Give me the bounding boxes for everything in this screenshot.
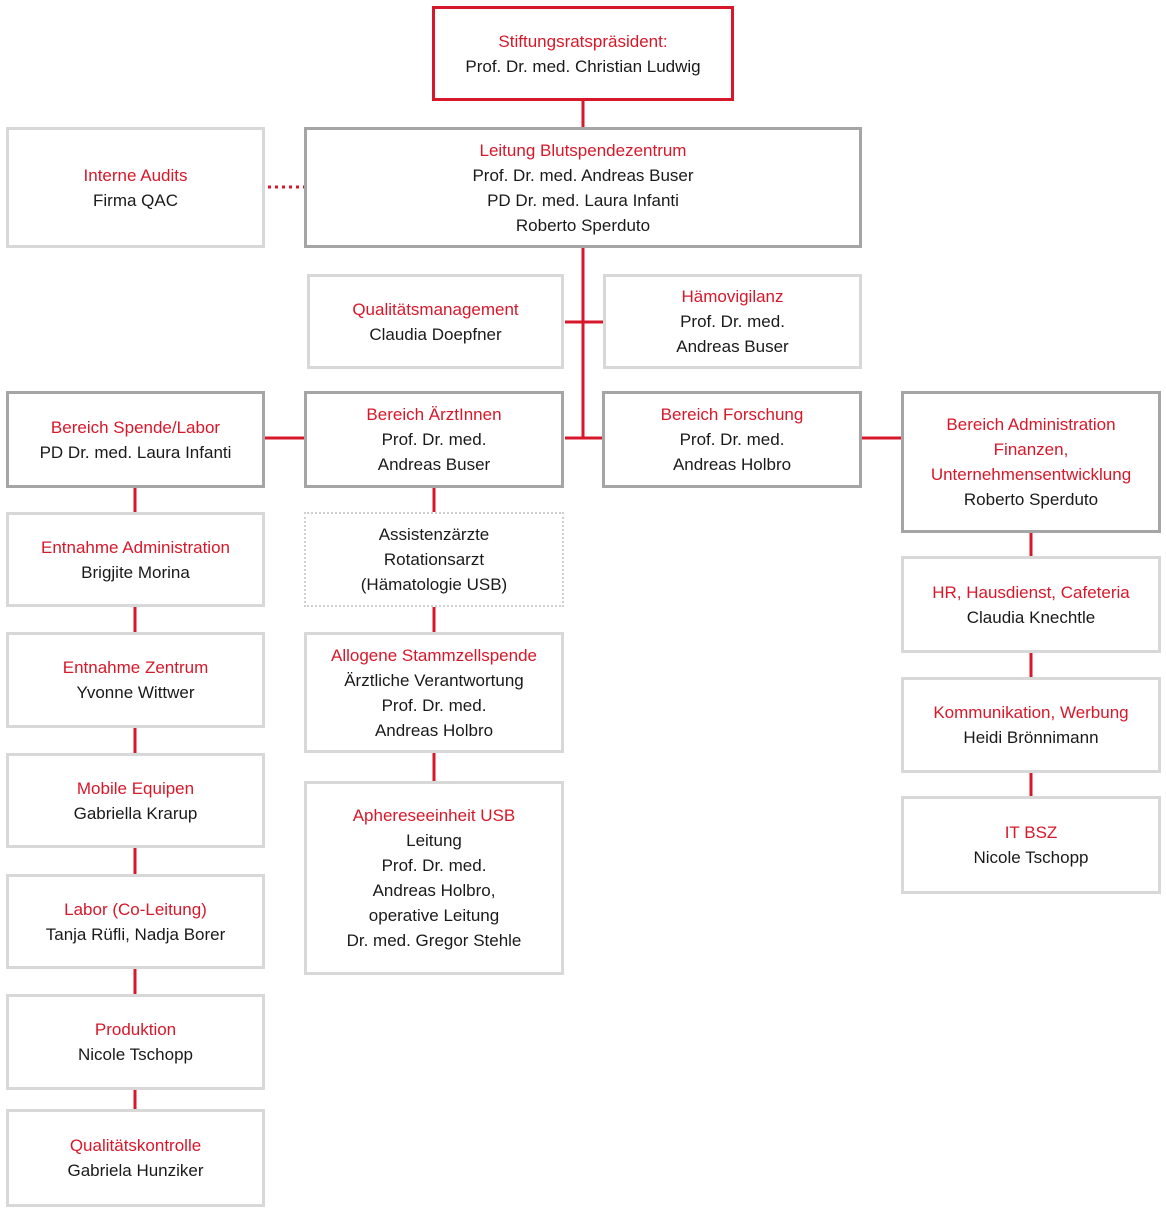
node-title: Allogene Stammzellspende xyxy=(330,645,537,665)
node-line: Prof. Dr. med. xyxy=(679,430,785,449)
node-title: Qualitätsmanagement xyxy=(352,299,519,319)
node-title: HR, Hausdienst, Cafeteria xyxy=(932,582,1130,602)
node-title: Labor (Co-Leitung) xyxy=(64,899,207,919)
node-line: Yvonne Wittwer xyxy=(76,683,195,702)
node-line: Rotationsarzt xyxy=(383,550,485,569)
node-line: PD Dr. med. Laura Infanti xyxy=(39,442,232,462)
node-line: Heidi Brönnimann xyxy=(963,728,1099,747)
node-title: Stiftungsratspräsident: xyxy=(498,31,668,51)
node-line: Claudia Knechtle xyxy=(966,607,1096,627)
node-title: Interne Audits xyxy=(83,165,188,185)
node-line: Assistenzärzte xyxy=(378,525,490,544)
node-line: Gabriella Krarup xyxy=(73,803,198,823)
box-bereich-spende-labor: Bereich Spende/Labor PD Dr. med. Laura In… xyxy=(6,391,265,488)
box-bereich-administration: Bereich Administration Finanzen, Unterne… xyxy=(901,391,1161,533)
node-line: Prof. Dr. med. xyxy=(381,856,487,875)
node-line: Prof. Dr. med. xyxy=(680,312,785,331)
node-line: Tanja Rüfli, Nadja Borer xyxy=(45,924,226,944)
node-line: PD Dr. med. Laura Infanti xyxy=(487,190,679,210)
node-line: Andreas Buser xyxy=(377,455,491,474)
node-line: Andreas Buser xyxy=(676,337,789,356)
node-title: Bereich Spende/Labor xyxy=(50,417,221,437)
node-line: Prof. Dr. med. Christian Ludwig xyxy=(465,56,701,76)
node-title: Leitung Blutspendezentrum xyxy=(479,140,687,160)
node-title: Bereich Administration Finanzen, Unterne… xyxy=(930,415,1132,484)
node-line: Gabriela Hunziker xyxy=(67,1161,204,1180)
node-line: Nicole Tschopp xyxy=(78,1045,193,1064)
node-title: Bereich ÄrztInnen xyxy=(366,405,502,424)
box-labor: Labor (Co-Leitung) Tanja Rüfli, Nadja Bor… xyxy=(6,874,265,969)
box-president: Stiftungsratspräsident: Prof. Dr. med. Ch… xyxy=(432,6,734,101)
node-line: Roberto Sperduto xyxy=(963,490,1099,509)
node-line: Roberto Sperduto xyxy=(515,215,651,235)
node-line: Andreas Holbro xyxy=(374,720,494,740)
node-line: Prof. Dr. med. xyxy=(381,430,487,449)
node-line: Firma QAC xyxy=(93,190,178,210)
node-line: Prof. Dr. med. xyxy=(381,695,487,715)
node-title: Mobile Equipen xyxy=(76,778,195,798)
node-title: Kommunikation, Werbung xyxy=(933,703,1129,722)
node-line: Ärztliche Verantwortung xyxy=(344,670,524,690)
node-title: Qualitätskontrolle xyxy=(69,1136,202,1155)
node-title: Bereich Forschung xyxy=(660,405,804,424)
node-line: Claudia Doepfner xyxy=(369,324,502,344)
node-title: IT BSZ xyxy=(1004,823,1058,842)
node-line: operative Leitung xyxy=(368,906,500,925)
node-line: (Hämatologie USB) xyxy=(360,575,508,594)
node-line: Brigjite Morina xyxy=(81,562,190,582)
node-title: Hämovigilanz xyxy=(681,287,784,306)
box-it-bsz: IT BSZ Nicole Tschopp xyxy=(901,796,1161,894)
node-line: Nicole Tschopp xyxy=(973,848,1089,867)
node-title: Entnahme Administration xyxy=(41,537,230,557)
node-title: Produktion xyxy=(94,1020,177,1039)
node-line: Prof. Dr. med. Andreas Buser xyxy=(472,165,694,185)
node-line: Dr. med. Gregor Stehle xyxy=(346,931,522,950)
node-title: Entnahme Zentrum xyxy=(62,658,209,677)
node-title: Aphereseeinheit USB xyxy=(352,806,516,825)
node-line: Andreas Holbro, xyxy=(372,881,496,900)
node-line: Andreas Holbro xyxy=(672,455,792,474)
node-line: Leitung xyxy=(406,831,462,850)
